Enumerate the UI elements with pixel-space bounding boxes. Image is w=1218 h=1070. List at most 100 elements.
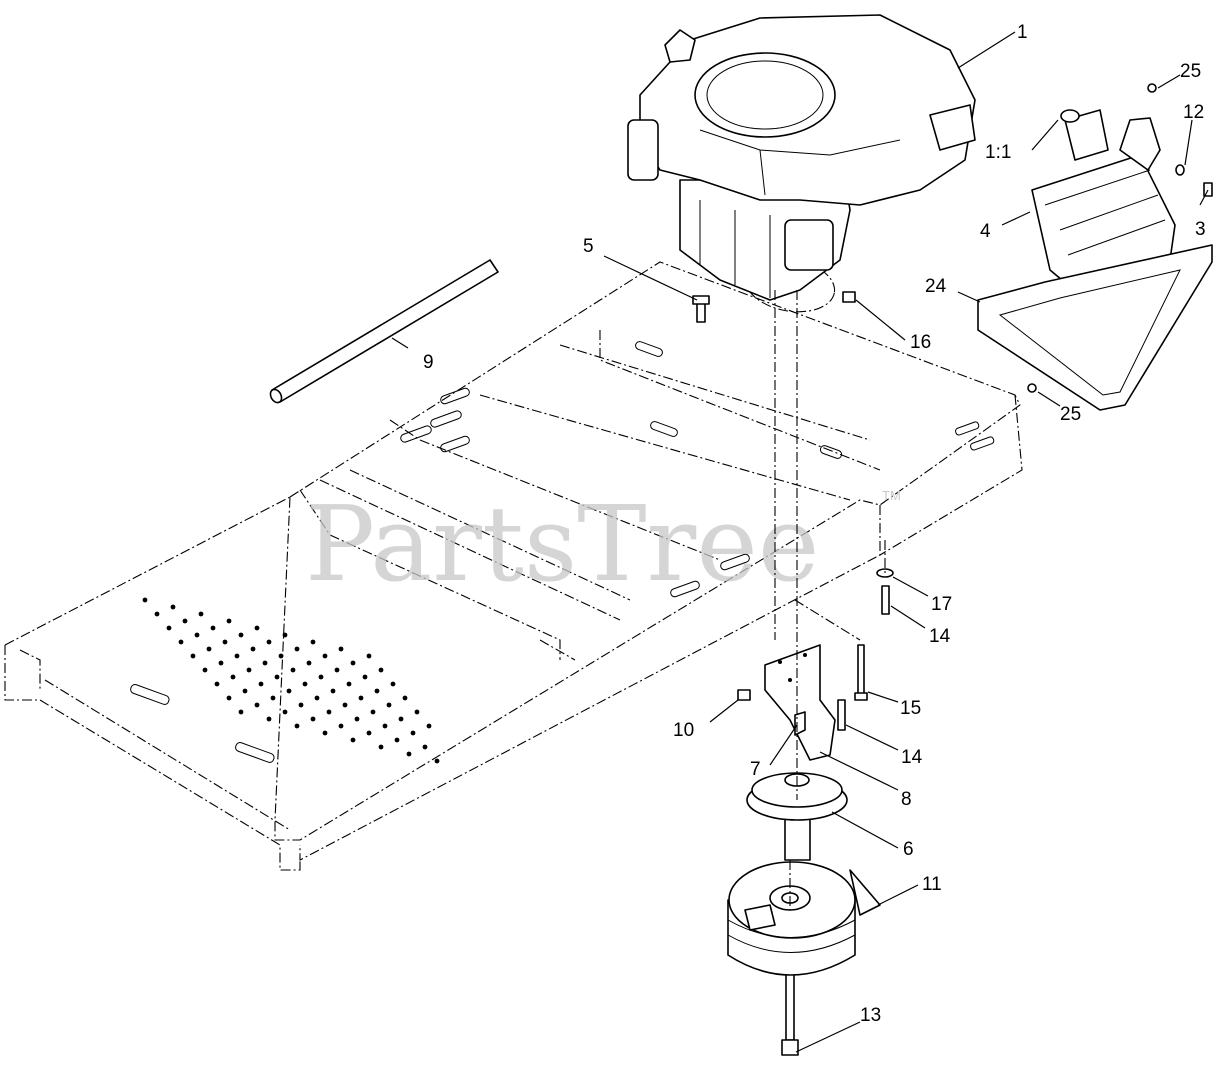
floor-hole: [198, 611, 204, 617]
callout-15: 15: [900, 698, 921, 719]
callout-7: 7: [750, 759, 761, 780]
floor-hole: [230, 674, 236, 680]
floor-hole: [350, 737, 356, 743]
callout-1-1: 1:1: [985, 142, 1011, 163]
floor-hole: [290, 667, 296, 673]
callout-11: 11: [922, 874, 942, 895]
pto-clutch-icon: [727, 861, 881, 976]
floor-hole: [142, 597, 148, 603]
floor-hole: [370, 709, 376, 715]
floor-hole: [382, 723, 388, 729]
callout-24: 24: [925, 276, 947, 297]
floor-hole: [306, 660, 312, 666]
floor-holes: [142, 597, 440, 764]
engine-icon: [627, 14, 976, 301]
floor-hole: [322, 730, 328, 736]
muffler-icon: [1031, 109, 1176, 296]
floor-hole: [274, 674, 280, 680]
floor-hole: [398, 716, 404, 722]
floor-hole: [310, 716, 316, 722]
floor-hole: [194, 632, 200, 638]
floor-hole: [258, 681, 264, 687]
callout-13: 13: [860, 1005, 881, 1026]
floor-hole: [366, 730, 372, 736]
callout-8: 8: [901, 789, 912, 810]
floor-hole: [226, 695, 232, 701]
floor-hole: [206, 646, 212, 652]
floor-hole: [334, 667, 340, 673]
floor-hole: [422, 744, 428, 750]
floor-hole: [366, 653, 372, 659]
floor-hole: [338, 646, 344, 652]
watermark-trademark: TM: [882, 488, 901, 503]
floor-hole: [154, 611, 160, 617]
floor-hole: [262, 660, 268, 666]
floor-hole: [402, 695, 408, 701]
callout-5: 5: [583, 236, 594, 257]
callout-1: 1: [1017, 22, 1028, 43]
floor-hole: [242, 688, 248, 694]
floor-hole: [254, 702, 260, 708]
floor-hole: [178, 639, 184, 645]
floor-hole: [338, 723, 344, 729]
floor-hole: [394, 737, 400, 743]
floor-hole: [214, 681, 220, 687]
callout-16: 16: [910, 332, 931, 353]
callout-17: 17: [931, 594, 952, 615]
floor-hole: [378, 744, 384, 750]
floor-hole: [226, 618, 232, 624]
rod-icon: [269, 259, 499, 404]
frame-outline: [4, 257, 1023, 871]
floor-hole: [374, 688, 380, 694]
floor-hole: [190, 653, 196, 659]
floor-hole: [170, 604, 176, 610]
centerlines: [774, 290, 886, 910]
floor-hole: [182, 618, 188, 624]
floor-hole: [278, 653, 284, 659]
callout-10: 10: [673, 720, 694, 741]
floor-hole: [386, 702, 392, 708]
floor-hole: [318, 674, 324, 680]
floor-hole: [330, 688, 336, 694]
floor-hole: [434, 758, 440, 764]
floor-hole: [254, 625, 260, 631]
floor-hole: [270, 695, 276, 701]
floor-hole: [238, 709, 244, 715]
floor-hole: [218, 660, 224, 666]
floor-hole: [410, 730, 416, 736]
callout-4: 4: [980, 221, 991, 242]
callout-14-upper: 14: [929, 626, 951, 647]
floor-hole: [286, 688, 292, 694]
callout-12: 12: [1183, 102, 1204, 123]
floor-hole: [282, 709, 288, 715]
floor-hole: [390, 681, 396, 687]
floor-hole: [346, 681, 352, 687]
watermark-text: PartsTree: [305, 483, 819, 605]
bracket-icon: [764, 644, 836, 761]
floor-hole: [266, 639, 272, 645]
floor-hole: [166, 625, 172, 631]
heat-shield-icon: [977, 244, 1213, 411]
callout-9: 9: [423, 352, 434, 373]
floor-hole: [354, 716, 360, 722]
floor-hole: [414, 709, 420, 715]
callout-6: 6: [903, 839, 914, 860]
floor-hole: [266, 716, 272, 722]
callout-3: 3: [1195, 219, 1206, 240]
callout-14-lower: 14: [901, 747, 923, 768]
floor-hole: [298, 702, 304, 708]
callout-25-bottom: 25: [1060, 404, 1081, 425]
floor-hole: [250, 646, 256, 652]
floor-hole: [234, 653, 240, 659]
floor-hole: [314, 695, 320, 701]
floor-hole: [294, 646, 300, 652]
floor-hole: [322, 653, 328, 659]
floor-hole: [282, 632, 288, 638]
floor-hole: [406, 751, 412, 757]
floor-hole: [358, 695, 364, 701]
floor-hole: [294, 723, 300, 729]
floor-hole: [222, 639, 228, 645]
floor-hole: [350, 660, 356, 666]
floor-hole: [246, 667, 252, 673]
